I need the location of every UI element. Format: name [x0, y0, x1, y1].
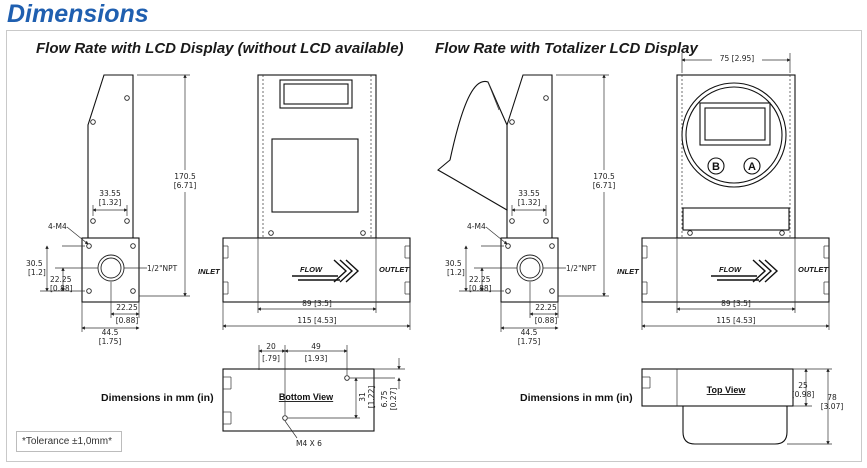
dim-t25: 25	[798, 381, 808, 390]
top-view-label: Top View	[707, 385, 747, 395]
dim-t78: 78	[827, 393, 837, 402]
dim-w44-2: 44.5	[521, 328, 538, 337]
left-units-note: Dimensions in mm (in)	[101, 392, 214, 404]
dim-w115-2: 115 [4.53]	[716, 316, 755, 325]
dim-hole-span-in-2: [1.32]	[518, 198, 541, 207]
bottom-view-label: Bottom View	[279, 392, 334, 402]
screw-label: M4 X 6	[296, 439, 322, 448]
right-front-view: B A FLOW INLET OUTLET 75 [2.95] 89 [3.5]…	[617, 52, 830, 330]
dim-height-in: [6.71]	[174, 181, 197, 190]
dim-y22-in: [0.88]	[50, 284, 73, 293]
dim-t78-in: [3.07]	[821, 402, 844, 411]
dim-w44-in: [1.75]	[99, 337, 122, 346]
flow-label-2: FLOW	[719, 265, 742, 274]
dim-top75: 75 [2.95]	[720, 54, 755, 63]
dim-hole-span: 33.55	[99, 189, 121, 198]
dim-w44-in-2: [1.75]	[518, 337, 541, 346]
button-b-label: B	[712, 161, 720, 173]
button-a-label: A	[748, 161, 756, 173]
left-front-view: FLOW INLET OUTLET 89 [3.5] 115 [4.53]	[198, 74, 411, 330]
dim-hole-span-in: [1.32]	[99, 198, 122, 207]
npt-label: 1/2"NPT	[147, 264, 178, 273]
dim-y22-2: 22.25	[469, 275, 491, 284]
left-section-header: Flow Rate with LCD Display (without LCD …	[36, 40, 404, 57]
tolerance-box: *Tolerance ±1,0mm*	[16, 431, 122, 452]
mounting-label-2: 4-M4	[467, 222, 486, 231]
dim-b31: 31	[358, 392, 367, 402]
flow-label: FLOW	[300, 265, 323, 274]
right-units-note: Dimensions in mm (in)	[520, 392, 633, 404]
dim-w115: 115 [4.53]	[297, 316, 336, 325]
dim-y22-in-2: [0.88]	[469, 284, 492, 293]
dim-x22-2: 22.25	[535, 303, 557, 312]
dim-x22: 22.25	[116, 303, 138, 312]
dim-b20-in: [.79]	[262, 354, 280, 363]
mounting-label: 4-M4	[48, 222, 67, 231]
dim-b675-in: [0.27]	[389, 388, 398, 411]
dim-x22-in: [0.88]	[116, 316, 139, 325]
dim-t25-in: [0.98]	[792, 390, 815, 399]
dim-height-in-2: [6.71]	[593, 181, 616, 190]
dim-w89-2: 89 [3.5]	[721, 299, 751, 308]
left-side-view: 170.5 [6.71] 33.55 [1.32] 4-M4 30.5 [1.2…	[26, 74, 202, 346]
dim-y30-2: 30.5	[445, 259, 462, 268]
dim-y22: 22.25	[50, 275, 72, 284]
dim-height-2: 170.5	[593, 172, 615, 181]
inlet-label-2: INLET	[617, 267, 640, 276]
dim-height: 170.5	[174, 172, 196, 181]
dim-b31-in: [1.22]	[367, 386, 376, 409]
dim-hole-span-2: 33.55	[518, 189, 540, 198]
npt-label-2: 1/2"NPT	[566, 264, 597, 273]
dim-b675: 6.75	[380, 390, 389, 407]
dim-x22-in-2: [0.88]	[535, 316, 558, 325]
dim-w89: 89 [3.5]	[302, 299, 332, 308]
dim-w44: 44.5	[102, 328, 119, 337]
dim-b49-in: [1.93]	[305, 354, 328, 363]
dim-b49: 49	[311, 342, 321, 351]
left-bottom-view: Bottom View 20 [.79] 49 [1.93] 31 [1.22]…	[222, 342, 405, 448]
dimensions-panel	[6, 30, 862, 462]
outlet-label-2: OUTLET	[798, 265, 829, 274]
dim-y30-in: [1.2]	[28, 268, 46, 277]
dim-y30-in-2: [1.2]	[447, 268, 465, 277]
dim-y30: 30.5	[26, 259, 43, 268]
inlet-label: INLET	[198, 267, 221, 276]
right-top-view: Top View 25 [0.98] 78 [3.07]	[641, 368, 844, 445]
outlet-label: OUTLET	[379, 265, 410, 274]
dim-b20: 20	[266, 342, 276, 351]
page-title: Dimensions	[7, 0, 149, 28]
right-section-header: Flow Rate with Totalizer LCD Display	[435, 40, 698, 57]
right-side-view: 170.5 [6.71] 33.55 [1.32] 4-M4 30.5 [1.2…	[437, 74, 621, 346]
